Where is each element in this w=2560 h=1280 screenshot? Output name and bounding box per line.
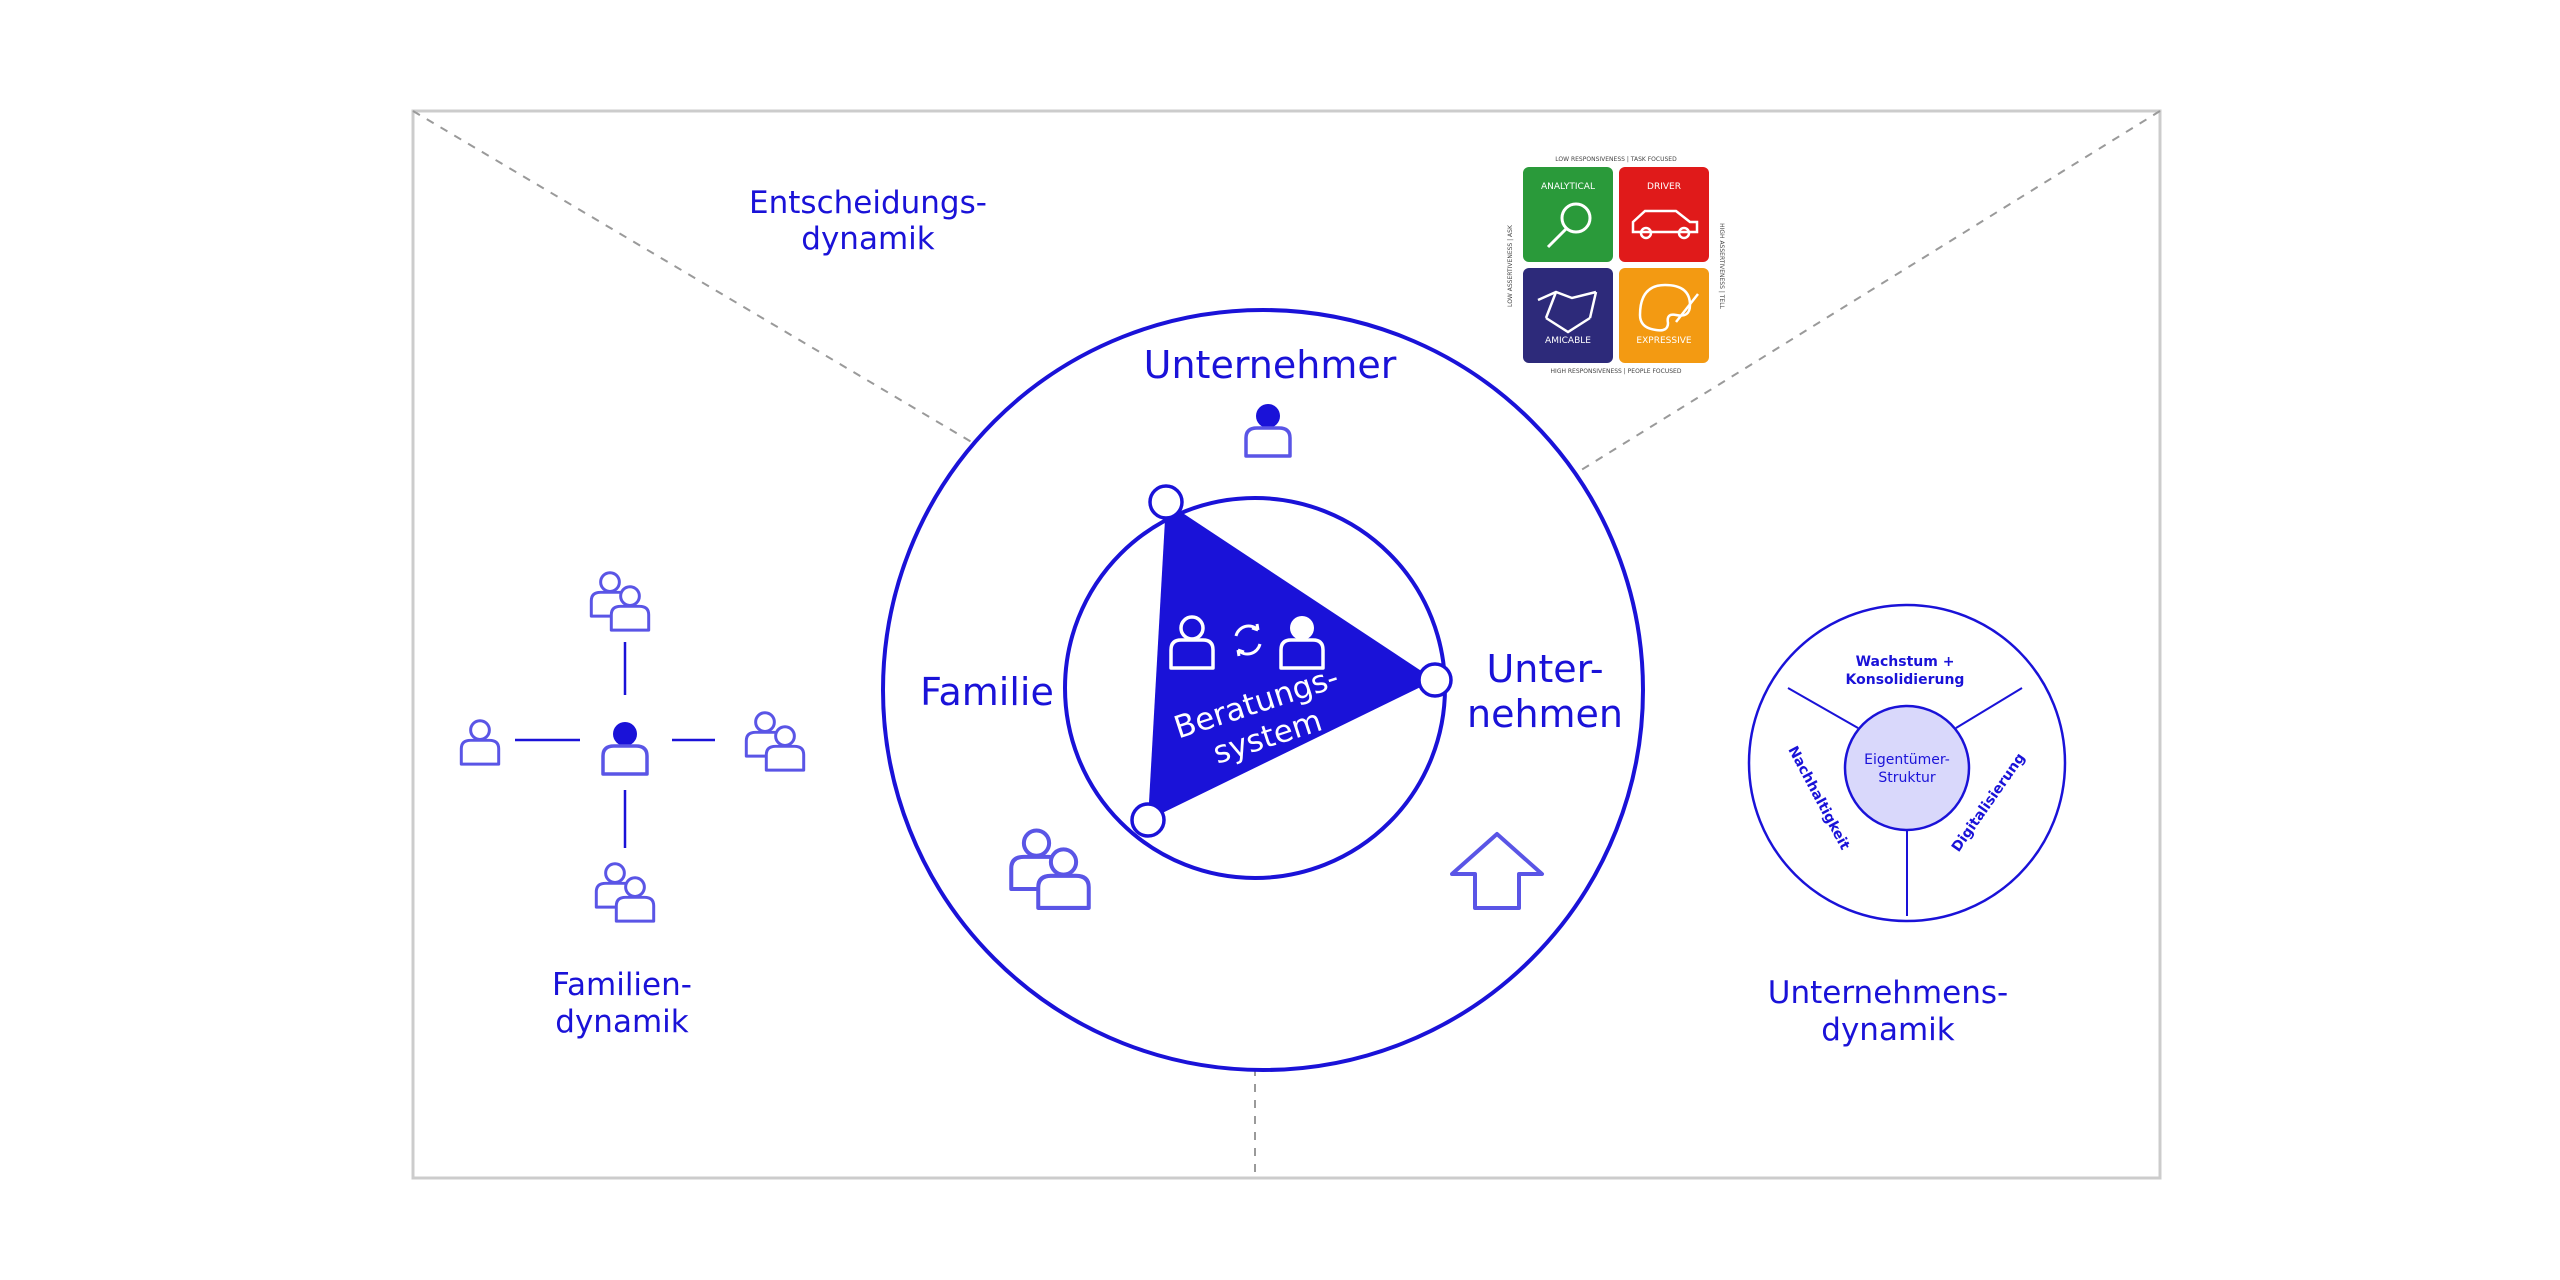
entrepreneur-label: Unternehmer [1144,343,1397,387]
family-label: Familie [920,670,1054,714]
matrix-left-caption: LOW ASSERTIVENESS | ASK [1507,224,1514,307]
quadrant-amicable [1523,268,1613,363]
quadrant-expressive-label: EXPRESSIVE [1636,336,1691,346]
quadrant-analytical [1523,167,1613,262]
company-label-line2: nehmen [1467,692,1623,736]
company-dynamics-line2: dynamik [1821,1012,1954,1048]
social-styles-matrix: LOW RESPONSIVENESS | TASK FOCUSED HIGH R… [1507,156,1725,375]
decision-dynamics-line1: Entscheidungs- [749,185,987,221]
quadrant-expressive [1619,268,1709,363]
group-icon [596,864,653,921]
quadrant-analytical-label: ANALYTICAL [1541,182,1595,192]
vertex-top [1148,484,1184,520]
wheel-center-line2: Struktur [1878,770,1935,786]
group-icon [591,573,648,630]
company-wheel: Eigentümer- Struktur Wachstum + Konsolid… [1747,603,2067,923]
company-label-line1: Unter- [1486,647,1603,691]
matrix-right-caption: HIGH ASSERTIVENESS | TELL [1718,223,1725,309]
family-dynamics-line1: Familien- [552,967,692,1003]
quadrant-driver-label: DRIVER [1647,182,1681,192]
family-network [459,573,803,921]
magnifier-icon [1546,202,1592,249]
wheel-center [1843,704,1971,832]
quadrant-amicable-label: AMICABLE [1545,336,1591,346]
person-filled-head-icon [601,720,649,776]
decision-dynamics-line2: dynamik [801,221,934,257]
vertex-bottom [1130,802,1166,838]
handshake-icon [1537,290,1598,334]
sync-arrows-icon [1234,623,1262,657]
person-filled-head-icon [1279,616,1325,670]
company-dynamics-line1: Unternehmens- [1768,975,2008,1011]
person-outline-icon [1169,615,1215,670]
palette-icon [1638,283,1699,332]
family-dynamics-line2: dynamik [555,1004,688,1040]
consulting-triangle [1148,502,1435,820]
matrix-bottom-caption: HIGH RESPONSIVENESS | PEOPLE FOCUSED [1551,368,1682,375]
wheel-center-line1: Eigentümer- [1864,752,1950,768]
wheel-top-line1: Wachstum + [1856,654,1955,670]
matrix-top-caption: LOW RESPONSIVENESS | TASK FOCUSED [1555,156,1677,163]
frame [411,109,2162,1180]
house-arrow-icon [1450,832,1544,910]
group-icon [746,713,803,770]
vertex-right [1417,662,1453,698]
car-icon [1631,209,1699,240]
wheel-top-line2: Konsolidierung [1846,672,1965,688]
person-outline-icon [459,719,501,766]
